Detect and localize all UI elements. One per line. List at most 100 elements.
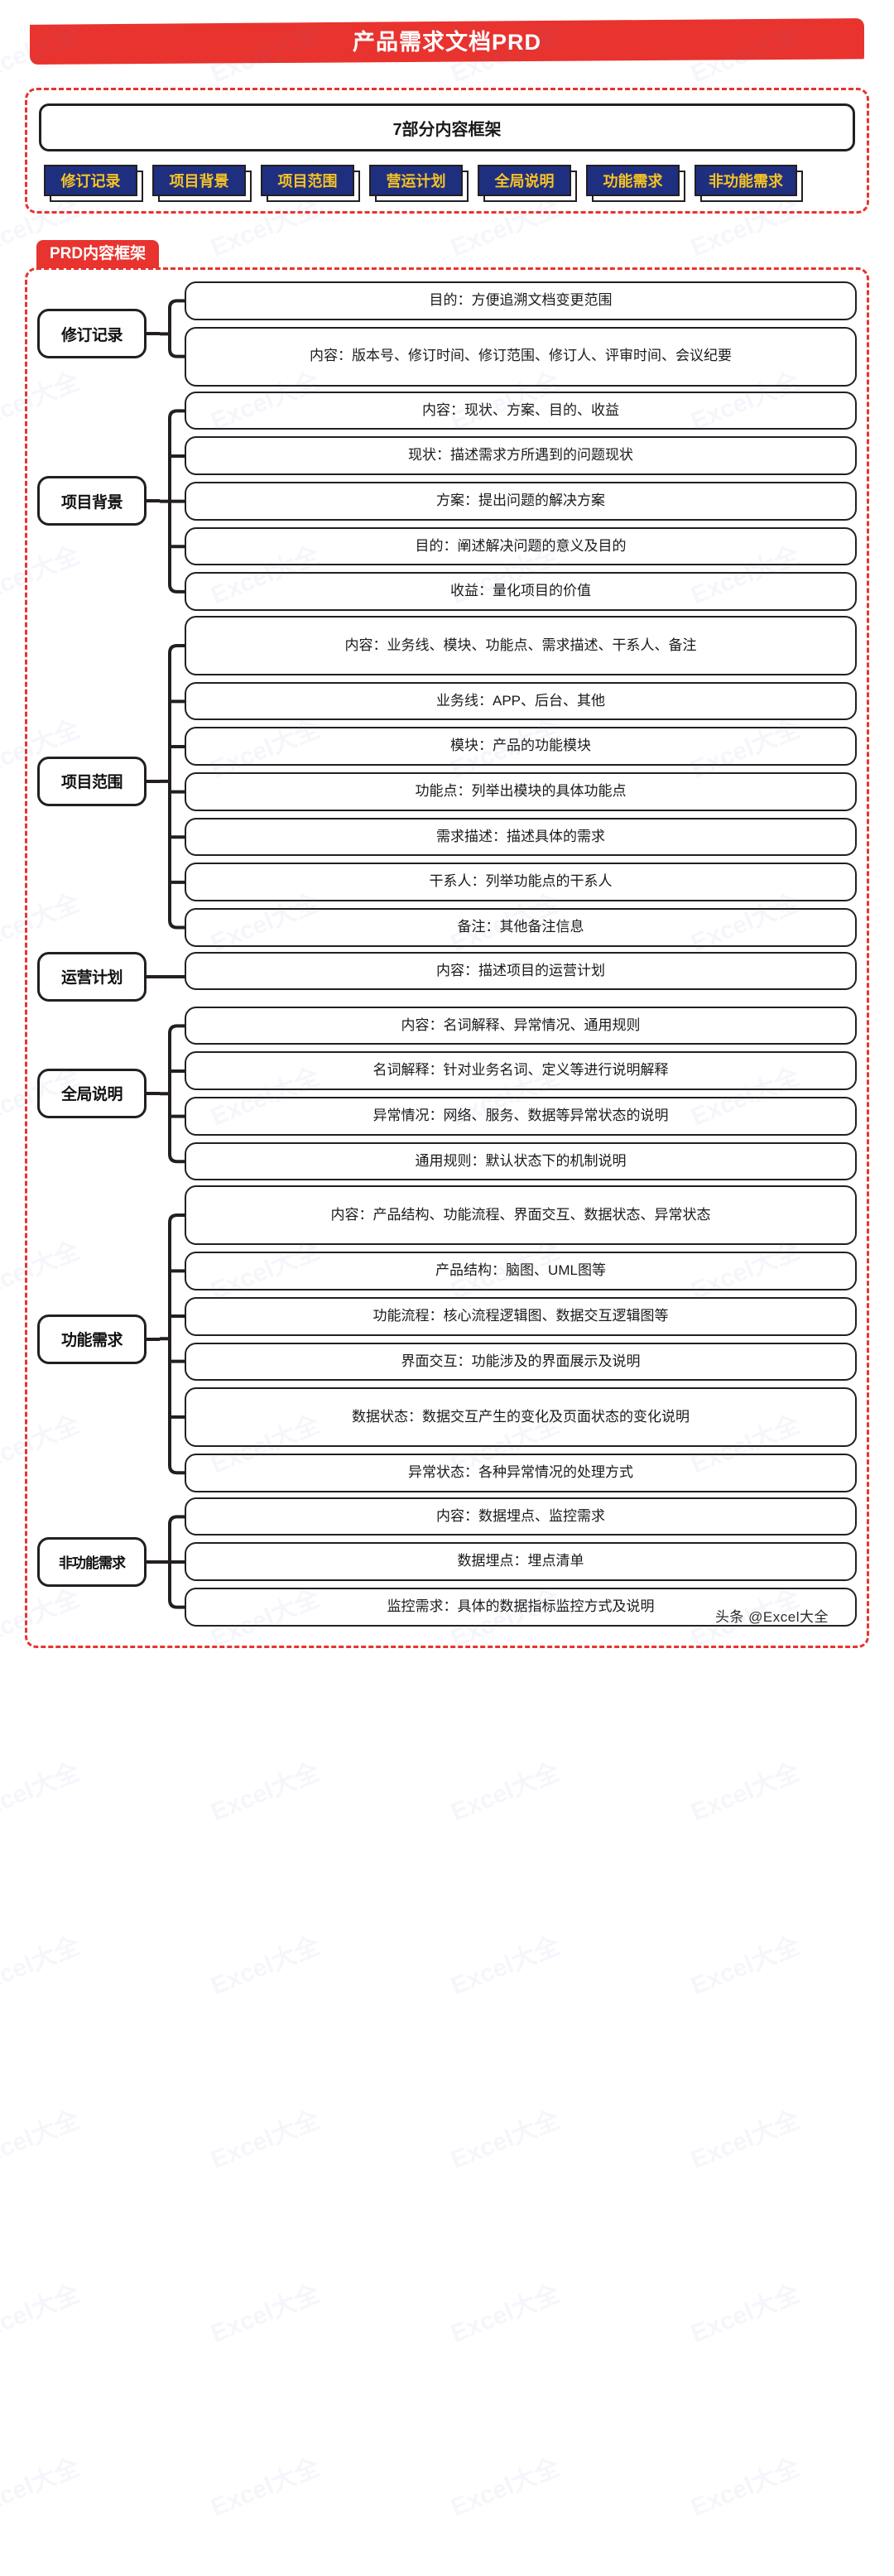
tree-connector-stem xyxy=(147,1337,160,1341)
prd-content-section: 修订记录 目的：方便追溯文档变更范围内容：版本号、修订时间、修订范围、修订人、评… xyxy=(25,267,869,1648)
tree-connector-bracket xyxy=(160,1185,185,1492)
watermark-text: Excel大全 xyxy=(0,2106,84,2175)
tree-children-col: 内容：现状、方案、目的、收益现状：描述需求方所遇到的问题现状方案：提出问题的解决… xyxy=(185,391,857,611)
tree-connector-stem xyxy=(147,332,160,336)
tree-child-node[interactable]: 通用规则：默认状态下的机制说明 xyxy=(185,1141,857,1181)
framework-tag-grid: 修订记录项目背景项目范围营运计划全局说明功能需求非功能需求 xyxy=(39,165,855,202)
tree-children-col: 内容：产品结构、功能流程、界面交互、数据状态、异常状态产品结构：脑图、UML图等… xyxy=(185,1185,857,1492)
tree-parent-node[interactable]: 项目背景 xyxy=(37,476,147,526)
watermark-text: Excel大全 xyxy=(207,2106,324,2175)
tree-branch: 修订记录 目的：方便追溯文档变更范围内容：版本号、修订时间、修订范围、修订人、评… xyxy=(37,281,857,387)
framework-tag[interactable]: 营运计划 xyxy=(369,165,469,202)
tree-parent-node[interactable]: 运营计划 xyxy=(37,951,147,1002)
tree-spine-col xyxy=(160,952,185,1002)
tree-child-node[interactable]: 需求描述：描述具体的需求 xyxy=(185,817,857,857)
watermark-text: Excel大全 xyxy=(687,2453,804,2522)
watermark-text: Excel大全 xyxy=(0,2280,84,2348)
tree-child-node[interactable]: 内容：名词解释、异常情况、通用规则 xyxy=(185,1006,857,1045)
page-title: 产品需求文档PRD xyxy=(352,29,541,55)
tree-child-node[interactable]: 干系人：列举功能点的干系人 xyxy=(185,863,857,902)
tree-child-node[interactable]: 备注：其他备注信息 xyxy=(185,908,857,947)
tree-child-node[interactable]: 功能点：列举出模块的具体功能点 xyxy=(185,772,857,811)
tree-child-node[interactable]: 数据状态：数据交互产生的变化及页面状态的变化说明 xyxy=(185,1387,857,1448)
tree-spine-col xyxy=(160,281,185,387)
watermark-text: Excel大全 xyxy=(0,2453,84,2522)
tree-child-node[interactable]: 现状：描述需求方所遇到的问题现状 xyxy=(185,436,857,475)
watermark-text: Excel大全 xyxy=(447,2106,564,2175)
tree-parent-col: 运营计划 xyxy=(37,951,160,1002)
tree-child-node[interactable]: 内容：版本号、修订时间、修订范围、修订人、评审时间、会议纪要 xyxy=(185,326,857,387)
tree-spine-col xyxy=(160,392,185,611)
framework-tag[interactable]: 全局说明 xyxy=(478,165,577,202)
tree-child-node[interactable]: 数据埋点：埋点清单 xyxy=(185,1542,857,1582)
tree-child-node[interactable]: 方案：提出问题的解决方案 xyxy=(185,481,857,521)
tree-child-node[interactable]: 界面交互：功能涉及的界面展示及说明 xyxy=(185,1342,857,1382)
tree-child-node[interactable]: 内容：现状、方案、目的、收益 xyxy=(185,391,857,430)
tree-children-col: 内容：名词解释、异常情况、通用规则名词解释：针对业务名词、定义等进行说明解释异常… xyxy=(185,1006,857,1181)
tree-connector-bracket xyxy=(160,281,185,387)
tree-parent-node[interactable]: 项目范围 xyxy=(37,756,147,806)
watermark-text: Excel大全 xyxy=(207,1758,324,1827)
tree-child-node[interactable]: 目的：方便追溯文档变更范围 xyxy=(185,281,857,320)
framework-tag-label: 项目背景 xyxy=(152,165,246,196)
framework-tag[interactable]: 项目范围 xyxy=(261,165,360,202)
footer-credit: 头条 @Excel大全 xyxy=(714,1608,829,1625)
tree-parent-col: 项目范围 xyxy=(37,616,160,947)
tree-child-node[interactable]: 异常情况：网络、服务、数据等异常状态的说明 xyxy=(185,1096,857,1136)
tree-connector-bracket xyxy=(160,1497,185,1627)
framework-tag[interactable]: 修订记录 xyxy=(44,165,143,202)
tree-spine-col xyxy=(160,616,185,947)
framework-tag[interactable]: 项目背景 xyxy=(152,165,252,202)
tree-branch: 功能需求 内容：产品结构、功能流程、界面交互、数据状态、异常状态产品结构：脑图、… xyxy=(37,1185,857,1492)
tree-child-node[interactable]: 异常状态：各种异常情况的处理方式 xyxy=(185,1454,857,1492)
tree-child-node[interactable]: 功能流程：核心流程逻辑图、数据交互逻辑图等 xyxy=(185,1296,857,1336)
framework-tag-label: 修订记录 xyxy=(44,165,137,196)
tree-connector-bracket xyxy=(160,616,185,947)
tree-child-node[interactable]: 内容：业务线、模块、功能点、需求描述、干系人、备注 xyxy=(185,615,857,675)
framework-tag[interactable]: 功能需求 xyxy=(586,165,685,202)
watermark-text: Excel大全 xyxy=(207,2453,324,2522)
tree-connector-stem xyxy=(147,1560,160,1564)
tree-branch: 全局说明 内容：名词解释、异常情况、通用规则名词解释：针对业务名词、定义等进行说… xyxy=(37,1006,857,1181)
framework-tag-label: 非功能需求 xyxy=(695,165,797,196)
tree-connector-bracket xyxy=(160,392,185,611)
tree-branch: 非功能需求 内容：数据埋点、监控需求数据埋点：埋点清单监控需求：具体的数据指标监… xyxy=(37,1497,857,1627)
watermark-text: Excel大全 xyxy=(207,2280,324,2348)
prd-label-wrap: PRD内容框架 xyxy=(36,240,894,270)
tree-children-col: 内容：业务线、模块、功能点、需求描述、干系人、备注业务线：APP、后台、其他模块… xyxy=(185,615,857,947)
tree-child-node[interactable]: 产品结构：脑图、UML图等 xyxy=(185,1252,857,1290)
tree-branch: 项目背景 内容：现状、方案、目的、收益现状：描述需求方所遇到的问题现状方案：提出… xyxy=(37,391,857,611)
watermark-text: Excel大全 xyxy=(687,1758,804,1827)
tree-child-node[interactable]: 目的：阐述解决问题的意义及目的 xyxy=(185,526,857,566)
tree-parent-node[interactable]: 全局说明 xyxy=(37,1068,147,1118)
tree-spine-col xyxy=(160,1007,185,1181)
tree-child-node[interactable]: 内容：产品结构、功能流程、界面交互、数据状态、异常状态 xyxy=(185,1185,857,1246)
watermark-text: Excel大全 xyxy=(0,1758,84,1827)
tree-parent-node[interactable]: 功能需求 xyxy=(37,1314,147,1364)
tree-parent-col: 非功能需求 xyxy=(37,1497,160,1627)
tree-parent-col: 功能需求 xyxy=(37,1185,160,1492)
tree-parent-node[interactable]: 非功能需求 xyxy=(37,1536,147,1587)
header-banner-shape: 产品需求文档PRD xyxy=(30,18,864,65)
tree-child-node[interactable]: 名词解释：针对业务名词、定义等进行说明解释 xyxy=(185,1051,857,1090)
tree-child-node[interactable]: 内容：数据埋点、监控需求 xyxy=(185,1497,857,1536)
framework-tag-label: 项目范围 xyxy=(261,165,354,196)
tree-connector-bracket xyxy=(160,1007,185,1181)
tree-child-node[interactable]: 模块：产品的功能模块 xyxy=(185,727,857,767)
tree-parent-node[interactable]: 修订记录 xyxy=(37,309,147,359)
tree-child-node[interactable]: 业务线：APP、后台、其他 xyxy=(185,681,857,721)
tree-child-node[interactable]: 收益：量化项目的价值 xyxy=(185,572,857,611)
tree-children-col: 内容：描述项目的运营计划 xyxy=(185,951,857,1002)
framework-tag-label: 全局说明 xyxy=(478,165,571,196)
framework-tag[interactable]: 非功能需求 xyxy=(695,165,803,202)
framework-section: 7部分内容框架 修订记录项目背景项目范围营运计划全局说明功能需求非功能需求 xyxy=(25,88,869,214)
watermark-text: Excel大全 xyxy=(447,1758,564,1827)
tree-connector-stem xyxy=(147,1091,160,1095)
tree-parent-col: 项目背景 xyxy=(37,392,160,611)
tree-child-node[interactable]: 监控需求：具体的数据指标监控方式及说明 xyxy=(185,1588,857,1627)
tree-children-col: 内容：数据埋点、监控需求数据埋点：埋点清单监控需求：具体的数据指标监控方式及说明 xyxy=(185,1497,857,1627)
header-banner: 产品需求文档PRD xyxy=(30,18,864,65)
watermark-text: Excel大全 xyxy=(687,2106,804,2175)
tree-child-node[interactable]: 内容：描述项目的运营计划 xyxy=(185,951,857,991)
